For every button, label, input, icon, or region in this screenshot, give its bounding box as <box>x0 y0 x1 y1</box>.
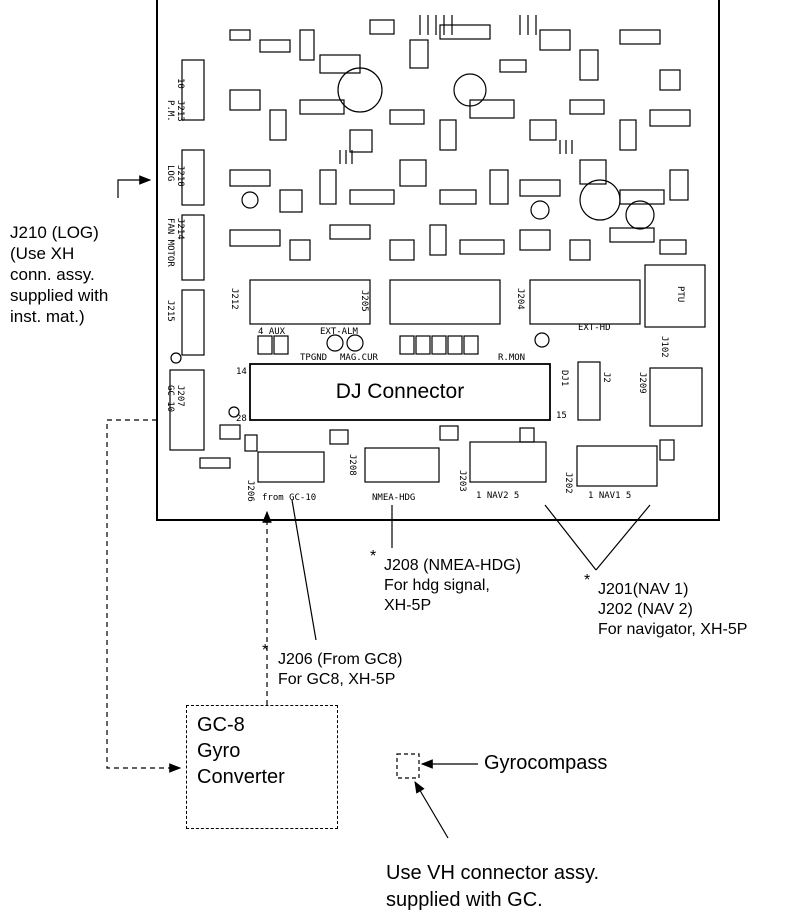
j210-line-5: inst. mat.) <box>10 307 85 326</box>
silk-j215: J215 <box>165 300 175 322</box>
j208-callout: J208 (NMEA-HDG) For hdg signal, XH-5P <box>384 556 521 616</box>
silk-r-mon: R.MON <box>498 353 525 363</box>
silk-pin28: 28 <box>236 414 247 424</box>
vh-connector-note: Use VH connector assy. supplied with GC. <box>386 860 599 914</box>
silk-ext-hd: EXT-HD <box>578 323 611 333</box>
silk-log: LOG <box>165 165 175 181</box>
j201-callout: J201(NAV 1) J202 (NAV 2) For navigator, … <box>598 580 747 640</box>
silk-nmea-hdg: NMEA-HDG <box>372 493 415 503</box>
silk-ptu: PTU <box>675 286 685 302</box>
converter-line-3: Converter <box>197 766 285 788</box>
j210-line-1: J210 (LOG) <box>10 223 99 242</box>
pcb-silkscreen: J213 P.M. J210 LOG J214 FAN MOTOR J215 J… <box>165 78 685 503</box>
silk-j204: J204 <box>515 288 525 310</box>
silk-j212: J212 <box>229 288 239 310</box>
converter-line-1: GC-8 <box>197 714 245 736</box>
silk-j207: J207 <box>175 385 185 407</box>
gc10-dashed-path <box>106 419 182 773</box>
j206-callout: J206 (From GC8) For GC8, XH-5P <box>278 650 402 690</box>
silk-dj1: DJ1 <box>559 370 569 386</box>
silk-ext-alm: EXT-ALM <box>320 327 359 337</box>
j201-line-3: For navigator, XH-5P <box>598 621 748 638</box>
gyro-connector <box>396 753 478 839</box>
silk-fan-motor: FAN MOTOR <box>165 218 175 267</box>
silk-j214: J214 <box>175 218 185 240</box>
silk-aux: 4 AUX <box>258 327 286 337</box>
silk-pin14: 14 <box>236 367 247 377</box>
converter-line-2: Gyro <box>197 740 241 762</box>
silk-j102: J102 <box>659 336 669 358</box>
j206-line-2: For GC8, XH-5P <box>278 671 396 688</box>
silk-j205: J205 <box>359 290 369 312</box>
dj-connector-label: DJ Connector <box>335 380 465 403</box>
silk-j202: J202 <box>563 472 573 494</box>
j206-asterisk: * <box>262 642 269 659</box>
j208-line-2: For hdg signal, <box>384 577 490 594</box>
j201-line-1: J201(NAV 1) <box>598 581 689 598</box>
silk-j213: J213 <box>175 100 185 122</box>
silk-tpgnd: TPGND <box>300 353 327 363</box>
silk-j208: J208 <box>347 454 357 476</box>
j201-asterisk: * <box>584 572 591 589</box>
silk-nav2: 1 NAV2 5 <box>476 491 519 501</box>
j210-line-2: (Use XH <box>10 244 75 263</box>
silk-mag-cur: MAG.CUR <box>340 353 379 363</box>
gc8-converter-box: GC-8 Gyro Converter <box>186 705 338 829</box>
callout-leaders <box>291 499 651 641</box>
j201-line-2: J202 (NAV 2) <box>598 601 693 618</box>
j208-asterisk: * <box>370 548 377 565</box>
j208-line-1: J208 (NMEA-HDG) <box>384 557 521 574</box>
silk-pin15: 15 <box>556 411 567 421</box>
silk-j203: J203 <box>457 470 467 492</box>
silk-j209: J209 <box>637 372 647 394</box>
silk-pm: P.M. <box>165 100 175 122</box>
silk-pin10: 10 <box>175 78 185 89</box>
silk-gc10: GC-10 <box>165 385 175 412</box>
vh-note-line-1: Use VH connector assy. <box>386 862 600 884</box>
j208-line-3: XH-5P <box>384 597 432 614</box>
pcb-components <box>169 15 706 487</box>
silk-j206: J206 <box>245 480 255 502</box>
j210-callout: J210 (LOG) (Use XH conn. assy. supplied … <box>10 222 108 327</box>
pcb-board <box>156 0 720 521</box>
vh-note-line-2: supplied with GC. <box>386 889 543 911</box>
j210-leader <box>117 175 152 198</box>
silk-from-gc10: from GC-10 <box>262 493 316 503</box>
silk-nav1: 1 NAV1 5 <box>588 491 631 501</box>
gyrocompass-label: Gyrocompass <box>484 752 608 774</box>
j210-line-3: conn. assy. <box>10 265 95 284</box>
j206-line-1: J206 (From GC8) <box>278 651 403 668</box>
j210-line-4: supplied with <box>10 286 109 305</box>
silk-j210: J210 <box>175 165 185 187</box>
silk-j2: J2 <box>601 372 611 383</box>
